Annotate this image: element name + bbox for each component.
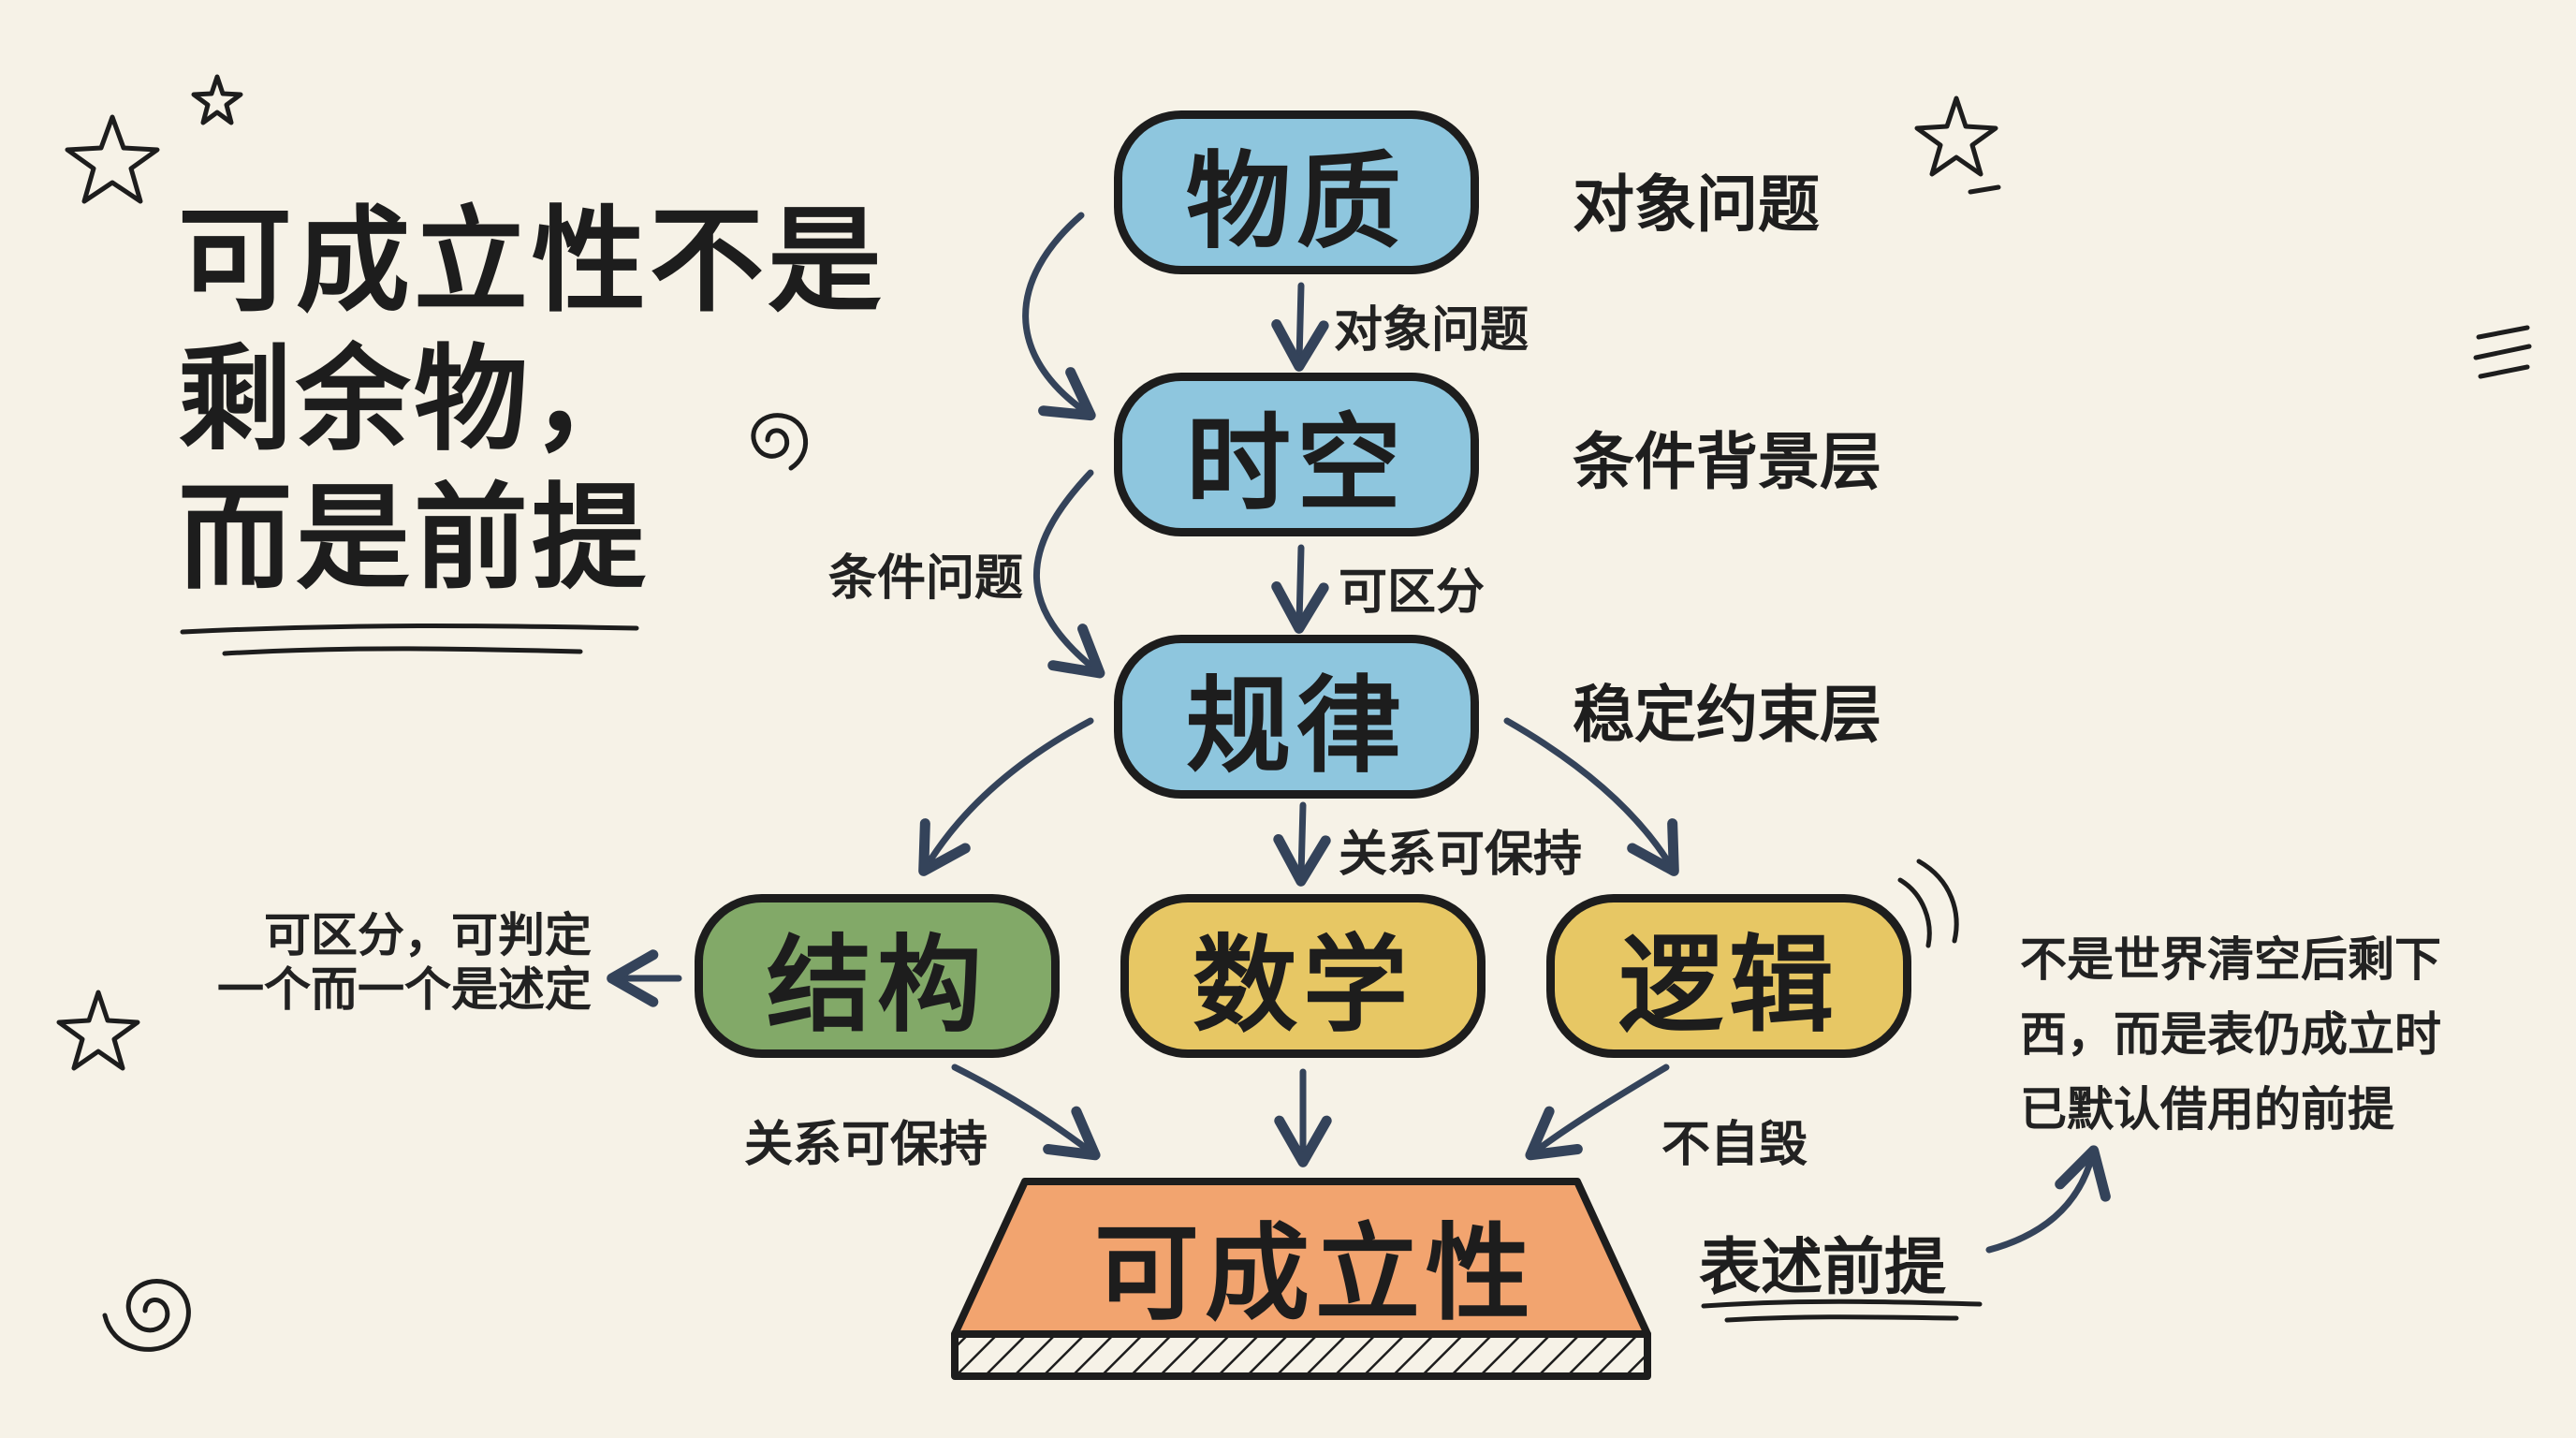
arrow-structure-validity (951, 1064, 1101, 1161)
matter-side-note: 对象问题 (1573, 169, 1820, 241)
right-note-line-1: 不是世界清空后剩下 (2020, 932, 2441, 987)
speed-lines-icon (2473, 325, 2532, 379)
star-icon (56, 990, 140, 1071)
law-side-note: 稳定约束层 (1573, 679, 1881, 751)
node-logic-label: 逻辑 (1618, 924, 1839, 1047)
arrow-law-math (1273, 801, 1331, 887)
edge-label-spacetime-law: 可区分 (1339, 565, 1486, 621)
arrow-law-structure (918, 717, 1094, 876)
spiral-icon (751, 413, 808, 471)
node-law: 规律 (1114, 635, 1479, 799)
star-icon (1914, 95, 1998, 177)
edge-label-law-math: 关系可保持 (1339, 827, 1583, 883)
structure-note-line-2: 一个而一个是述定 (217, 962, 592, 1017)
node-spacetime: 时空 (1114, 373, 1479, 536)
right-note-line-3: 已默认借用的前提 (2020, 1082, 2394, 1137)
arrow-spacetime-law (1271, 544, 1329, 634)
premise-underline (1701, 1299, 1983, 1323)
sound-wave-icon (1897, 858, 1959, 948)
title-line-2: 剩余物， (178, 333, 650, 466)
edge-label-matter-spacetime: 对象问题 (1334, 302, 1530, 359)
edge-label-condition-issue: 条件问题 (828, 550, 1024, 607)
structure-note-line-1: 可区分，可判定 (264, 908, 592, 962)
node-logic: 逻辑 (1546, 894, 1911, 1058)
arrow-premise-note (1985, 1145, 2111, 1254)
star-icon (191, 74, 243, 125)
node-math: 数学 (1120, 894, 1486, 1058)
star-icon (65, 114, 160, 204)
node-structure-label: 结构 (767, 924, 988, 1047)
node-validity-label: 可成立性 (1094, 1213, 1536, 1335)
page-title: 可成立性不是 剩余物， 而是前提 (178, 192, 886, 608)
right-note: 不是世界清空后剩下 西，而是表仍成立时 已默认借用的前提 (2020, 922, 2441, 1147)
dash-icon (1968, 184, 2001, 195)
validity-base (951, 1178, 1651, 1380)
edge-label-logic-validity: 不自毁 (1661, 1117, 1808, 1173)
premise-label: 表述前提 (1699, 1231, 1946, 1303)
right-note-line-2: 西，而是表仍成立时 (2020, 1007, 2441, 1062)
title-line-3: 而是前提 (178, 472, 650, 605)
node-law-label: 规律 (1186, 665, 1407, 787)
node-matter: 物质 (1114, 110, 1479, 274)
edge-label-structure-validity: 关系可保持 (744, 1117, 988, 1173)
arrow-law-logic (1503, 717, 1679, 876)
spacetime-side-note: 条件背景层 (1573, 426, 1881, 498)
spiral-icon (102, 1279, 191, 1352)
arrow-spacetime-law-curve (1032, 469, 1105, 679)
node-math-label: 数学 (1193, 924, 1413, 1047)
arrow-matter-spacetime-curve (1022, 212, 1096, 421)
node-structure: 结构 (695, 894, 1060, 1058)
title-underline (180, 623, 639, 656)
structure-note: 可区分，可判定 一个而一个是述定 (217, 908, 592, 1017)
arrow-matter-spacetime (1271, 282, 1329, 372)
title-line-1: 可成立性不是 (178, 195, 886, 328)
node-spacetime-label: 时空 (1186, 403, 1407, 525)
arrow-logic-validity (1525, 1064, 1670, 1161)
node-matter-label: 物质 (1186, 140, 1407, 263)
